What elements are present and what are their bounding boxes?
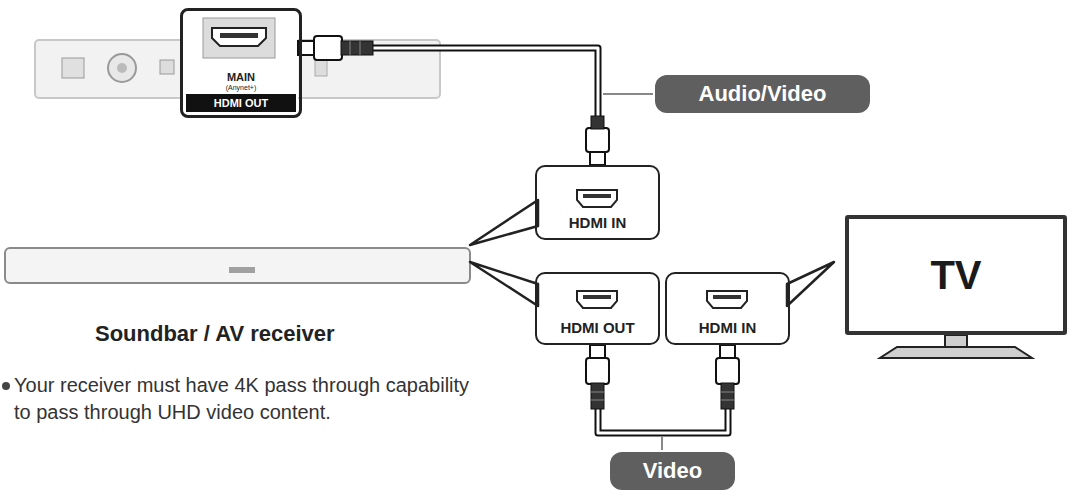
- hdmi-port-slot: [583, 295, 611, 299]
- fan-hub: [117, 63, 127, 73]
- port-label: HDMI IN: [699, 320, 757, 337]
- hdmi-cable: [302, 48, 598, 165]
- hdmi-plug: [586, 116, 609, 165]
- signal-label: Video: [610, 452, 735, 490]
- hdmi-port-slot: [220, 33, 258, 38]
- hdmi-port-slot: [583, 194, 611, 198]
- port-label: MAIN: [186, 71, 296, 83]
- port-callout: HDMI IN: [665, 272, 790, 345]
- hdmi-plug: [716, 345, 739, 409]
- leader-line: [603, 93, 653, 95]
- tv-base: [880, 347, 1032, 358]
- tv-screen: TV: [845, 215, 1067, 335]
- hdmi-port: [577, 291, 617, 308]
- port: [160, 60, 174, 74]
- note-text: Your receiver must have 4K pass through …: [14, 372, 476, 426]
- hdmi-port-slot: [713, 295, 741, 299]
- signal-label: Audio/Video: [655, 75, 870, 113]
- callout-pointer: [470, 200, 538, 245]
- leader-line: [661, 437, 663, 450]
- hdmi-port: [212, 28, 266, 46]
- port: [315, 60, 327, 76]
- hdmi-plug: [586, 345, 609, 409]
- callout-pointer: [787, 262, 834, 306]
- callout-fill: [180, 8, 298, 118]
- hdmi-plug: [298, 36, 373, 60]
- hdmi-port: [707, 291, 747, 308]
- power-socket: [62, 58, 84, 78]
- fan: [108, 54, 136, 82]
- hdmi-cable: [598, 345, 728, 433]
- port-label: HDMI IN: [569, 215, 627, 232]
- port-label: (Anynet+): [186, 84, 296, 92]
- bullet: [2, 382, 10, 390]
- port-callout: MAIN(Anynet+) HDMI OUT: [180, 8, 302, 118]
- device-caption: Soundbar / AV receiver: [95, 321, 425, 347]
- soundbar-display: [229, 267, 255, 273]
- soundbar: [5, 248, 470, 283]
- port-callout: HDMI OUT: [535, 272, 660, 345]
- port-band-label: HDMI OUT: [186, 94, 296, 112]
- callout-pointer: [470, 262, 538, 306]
- tv-neck: [945, 335, 967, 347]
- hdmi-port: [577, 190, 617, 207]
- port-panel: [203, 18, 275, 58]
- port-callout: HDMI IN: [535, 165, 660, 240]
- port-label: HDMI OUT: [560, 320, 634, 337]
- device-label: TV: [930, 253, 981, 297]
